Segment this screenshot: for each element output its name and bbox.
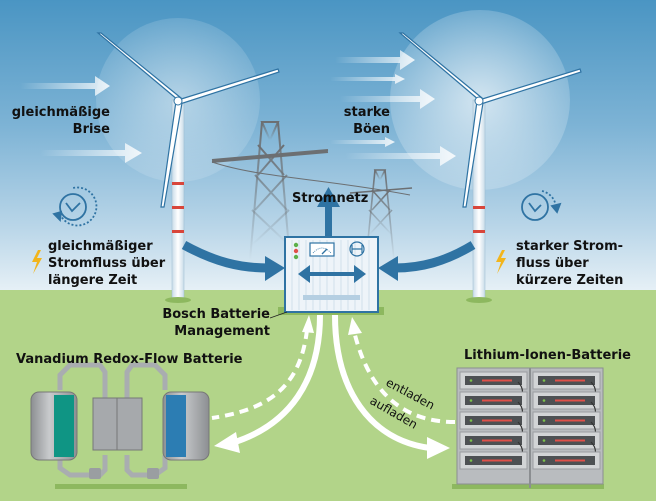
arrow-discharge-flow-battery bbox=[211, 329, 309, 420]
arrowhead-charge-li bbox=[427, 437, 450, 459]
power-pylon-large bbox=[211, 121, 411, 261]
module-status-led bbox=[469, 459, 473, 462]
gauge-icon bbox=[309, 242, 335, 257]
battery-module bbox=[459, 391, 528, 423]
module-indicator-bar bbox=[482, 419, 512, 422]
battery-module bbox=[532, 391, 601, 423]
module-status-led bbox=[542, 399, 546, 402]
lightning-bolt-icon-left bbox=[32, 250, 42, 274]
label-bosch-battery-management: Bosch Batterie Management bbox=[162, 307, 270, 339]
module-indicator-bar bbox=[555, 439, 585, 442]
bosch-battery-management-unit bbox=[284, 236, 379, 313]
arrowhead-discharge-li bbox=[348, 317, 362, 335]
module-status-led bbox=[542, 419, 546, 422]
wind-arrows-left bbox=[20, 76, 142, 163]
arrowhead-left bbox=[265, 256, 285, 281]
module-status-led bbox=[469, 379, 473, 382]
label-strong-gusts: starke Böen bbox=[343, 105, 390, 137]
arrow-discharge-li-battery bbox=[353, 334, 456, 424]
module-indicator-bar bbox=[555, 419, 585, 422]
module-indicator-bar bbox=[482, 379, 512, 382]
label-strong-current: starker Strom- fluss über kürzere Zeiten bbox=[516, 239, 624, 288]
module-indicator-bar bbox=[555, 379, 585, 382]
arrow-charge-li-battery bbox=[332, 314, 431, 451]
battery-module bbox=[532, 451, 601, 470]
module-status-led bbox=[469, 399, 473, 402]
module-status-led bbox=[542, 459, 546, 462]
arrow-charge-flow-battery bbox=[231, 314, 323, 446]
battery-module bbox=[532, 431, 601, 463]
label-steady-current: gleichmäßiger Stromfluss über längere Ze… bbox=[48, 239, 166, 288]
electrolyte-blue bbox=[166, 395, 186, 457]
arrow-turbine-right-to-bms bbox=[394, 241, 476, 273]
battery-module bbox=[532, 371, 601, 403]
module-status-led bbox=[542, 379, 546, 382]
module-status-led bbox=[542, 439, 546, 442]
module-indicator-bar bbox=[555, 399, 585, 402]
label-lithium-ion-battery: Lithium-Ionen-Batterie bbox=[464, 348, 631, 363]
arrow-bms-to-grid-head bbox=[317, 187, 340, 207]
arrowhead-discharge-flow bbox=[302, 315, 314, 333]
electrolyte-green bbox=[54, 395, 74, 457]
label-steady-breeze: gleichmäßige Brise bbox=[11, 105, 110, 137]
module-indicator-bar bbox=[482, 459, 512, 462]
bms-label-leader bbox=[269, 311, 288, 319]
module-status-led bbox=[469, 439, 473, 442]
battery-modules bbox=[459, 371, 601, 470]
clock-clockwise-icon bbox=[521, 190, 562, 221]
battery-module bbox=[459, 451, 528, 470]
module-indicator-bar bbox=[482, 439, 512, 442]
status-led-green-2 bbox=[293, 254, 299, 260]
lightning-bolt-icon-right bbox=[496, 250, 506, 274]
status-led-green-1 bbox=[293, 242, 299, 248]
vanadium-redox-flow-battery bbox=[30, 362, 210, 489]
battery-module bbox=[459, 411, 528, 443]
wind-turbine-left bbox=[96, 32, 280, 303]
bidirectional-arrow-icon bbox=[298, 265, 366, 283]
clock-counterclockwise-icon bbox=[52, 186, 98, 227]
module-indicator-bar bbox=[482, 399, 512, 402]
wind-turbine-right bbox=[398, 32, 582, 303]
arrow-bms-to-grid-shaft bbox=[325, 205, 332, 238]
lithium-ion-battery-rack bbox=[452, 367, 604, 489]
bosch-logo-icon bbox=[349, 241, 365, 257]
arrowhead-charge-flow bbox=[214, 432, 240, 453]
module-indicator-bar bbox=[555, 459, 585, 462]
arrow-turbine-left-to-bms bbox=[181, 241, 269, 273]
wind-arrows-right bbox=[330, 50, 456, 166]
status-led-red bbox=[293, 248, 299, 254]
module-status-led bbox=[469, 419, 473, 422]
label-power-grid: Stromnetz bbox=[292, 191, 369, 206]
power-pylon-small bbox=[349, 169, 413, 261]
label-vanadium-flow-battery: Vanadium Redox-Flow Batterie bbox=[16, 352, 243, 367]
arrowhead-right bbox=[378, 256, 398, 281]
